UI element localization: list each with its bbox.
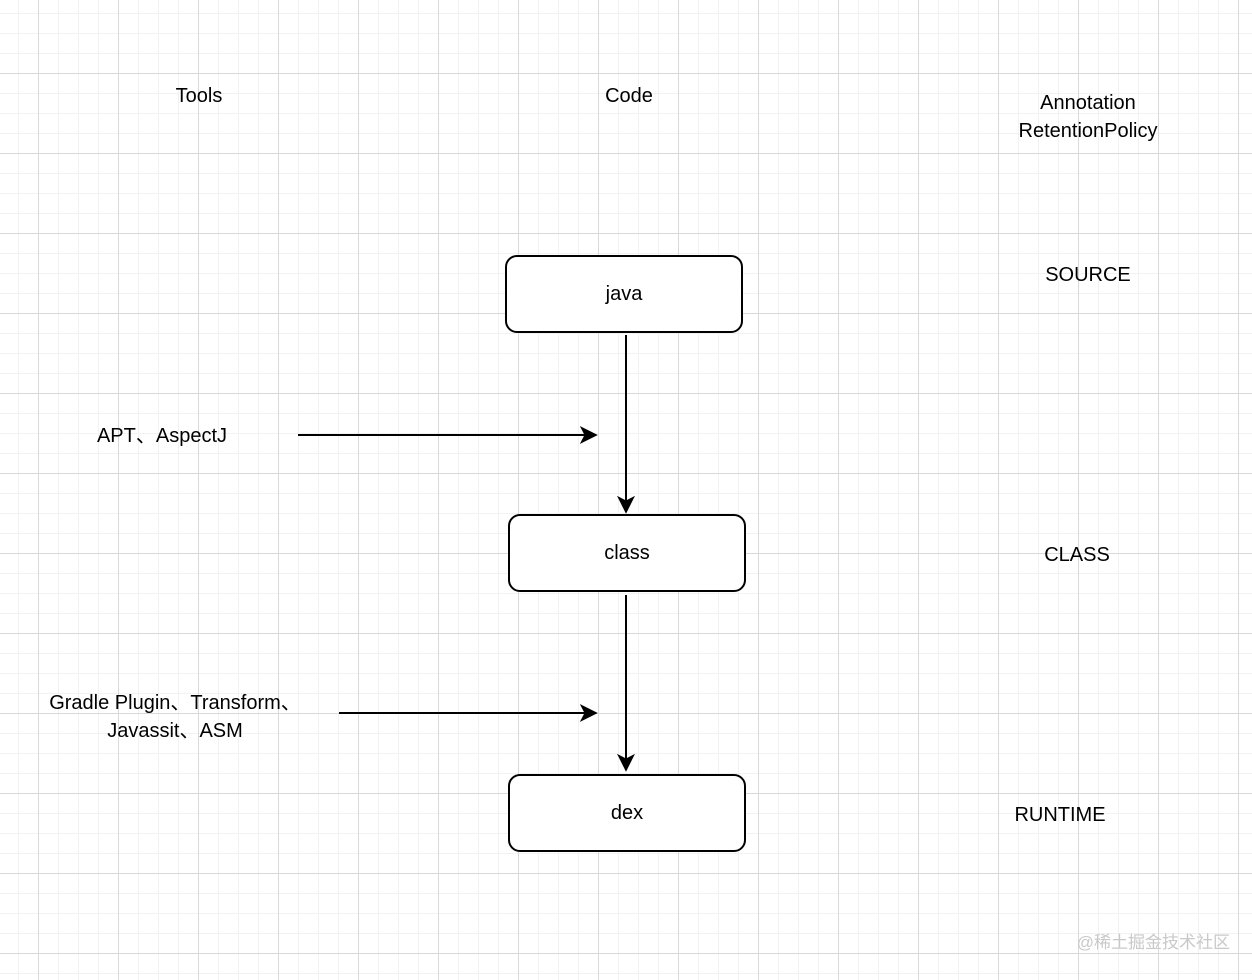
node-class-label: class: [604, 541, 650, 564]
gradle-label-line2: Javassit、ASM: [107, 720, 243, 742]
annotation-header-line2: RetentionPolicy: [1018, 120, 1158, 142]
node-java: java: [505, 255, 743, 333]
annotation-header-line1: Annotation: [1040, 92, 1136, 114]
retention-policy-runtime: RUNTIME: [1014, 804, 1106, 826]
node-java-label: java: [605, 282, 643, 305]
retention-policy-source: SOURCE: [1045, 264, 1131, 286]
column-header-annotation-retention-policy: Annotation RetentionPolicy: [958, 89, 1218, 145]
tool-label-apt-aspectj: APT、AspectJ: [96, 425, 228, 447]
node-dex: dex: [508, 774, 746, 852]
node-dex-label: dex: [610, 801, 644, 824]
column-header-code: Code: [605, 85, 653, 107]
watermark-juejin-community: @稀土掘金技术社区: [1076, 933, 1230, 952]
gradle-label-line1: Gradle Plugin、Transform、: [49, 692, 301, 714]
column-header-tools: Tools: [175, 85, 223, 107]
node-class: class: [508, 514, 746, 592]
retention-policy-class: CLASS: [1044, 544, 1110, 566]
tool-label-gradle-transform-javassit-asm: Gradle Plugin、Transform、 Javassit、ASM: [24, 689, 326, 745]
